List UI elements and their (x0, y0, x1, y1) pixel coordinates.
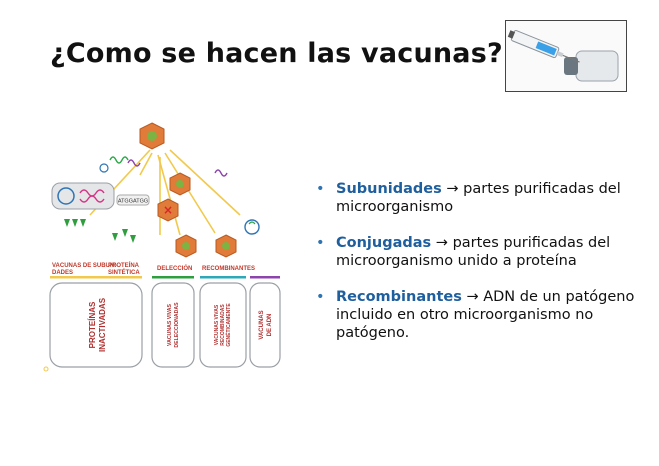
arrow-icon: → (446, 181, 459, 197)
protein-fragments (64, 219, 136, 243)
virus-icon-2 (169, 172, 191, 196)
arrow-icon: → (435, 235, 448, 251)
bullet-text: partes purificadas del microorganismo (336, 181, 621, 215)
syringe-image (505, 20, 627, 92)
column-label-recombinadas-2: RECOMBINADAS (220, 304, 226, 346)
category-label-recombinantes: RECOMBINANTES (202, 266, 255, 272)
column-label-recombinadas-1: VACUNAS VIVAS (214, 304, 220, 345)
diagram-arrows (89, 149, 241, 236)
virus-icon (139, 122, 165, 150)
bullet-text: ADN de un patógeno incluido en otro micr… (336, 289, 635, 341)
column-label-proteinas-2: INACTIVADAS (98, 297, 107, 352)
column-label-deleccionadas-2: DELECCIONADAS (174, 302, 180, 348)
bullet-dot-icon: • (316, 289, 325, 305)
bullet-item-conjugadas: • Conjugadas → partes purificadas del mi… (316, 234, 646, 270)
svg-text:×: × (163, 203, 173, 217)
column-adn (249, 282, 281, 368)
virus-icon-5 (215, 234, 237, 258)
virus-icon-3: × (157, 198, 179, 222)
bullet-dot-icon: • (316, 181, 325, 197)
column-label-adn-1: VACUNAS (259, 310, 265, 339)
category-label-subunidades: VACUNAS DE SUBUNI- (52, 263, 118, 269)
category-label-proteina-2: SINTÉTICA (108, 268, 140, 276)
category-label-deleccion: DELECCIÓN (157, 264, 192, 272)
column-proteinas (49, 282, 143, 368)
column-label-adn-2: DE ADN (267, 314, 273, 337)
column-label-recombinadas-3: GENÉTICAMENTE (224, 303, 232, 347)
bullet-term: Subunidades (336, 181, 442, 197)
bullet-term: Conjugadas (336, 235, 432, 251)
column-label-deleccionadas-1: VACUNAS VIVAS (167, 304, 173, 346)
category-label-proteina: PROTEÍNA (108, 261, 140, 269)
slide-title: ¿Como se hacen las vacunas? (50, 38, 503, 69)
vaccine-diagram: ATGGATGG × VACUNAS DE S (40, 115, 290, 385)
column-vivas-recombinadas (199, 282, 247, 368)
virus-icon-4 (175, 234, 197, 258)
syringe-illustration (506, 21, 626, 91)
category-label-subunidades-2: DADES (52, 270, 73, 276)
bullet-dot-icon: • (316, 235, 325, 251)
bullet-item-recombinantes: • Recombinantes → ADN de un patógeno inc… (316, 288, 646, 342)
bullet-item-subunidades: • Subunidades → partes purificadas del m… (316, 180, 646, 216)
bullet-term: Recombinantes (336, 289, 462, 305)
vaccine-diagram-svg: ATGGATGG × VACUNAS DE S (43, 122, 281, 372)
arrow-icon: → (466, 289, 479, 305)
column-label-proteinas-1: PROTEÍNAS (88, 301, 97, 348)
cell-box (51, 182, 115, 210)
bullet-list: • Subunidades → partes purificadas del m… (316, 180, 646, 360)
gene-tag: ATGGATGG (118, 199, 148, 205)
column-vivas-deleccionadas (151, 282, 195, 368)
bullet-text: partes purificadas del microorganismo un… (336, 235, 611, 269)
